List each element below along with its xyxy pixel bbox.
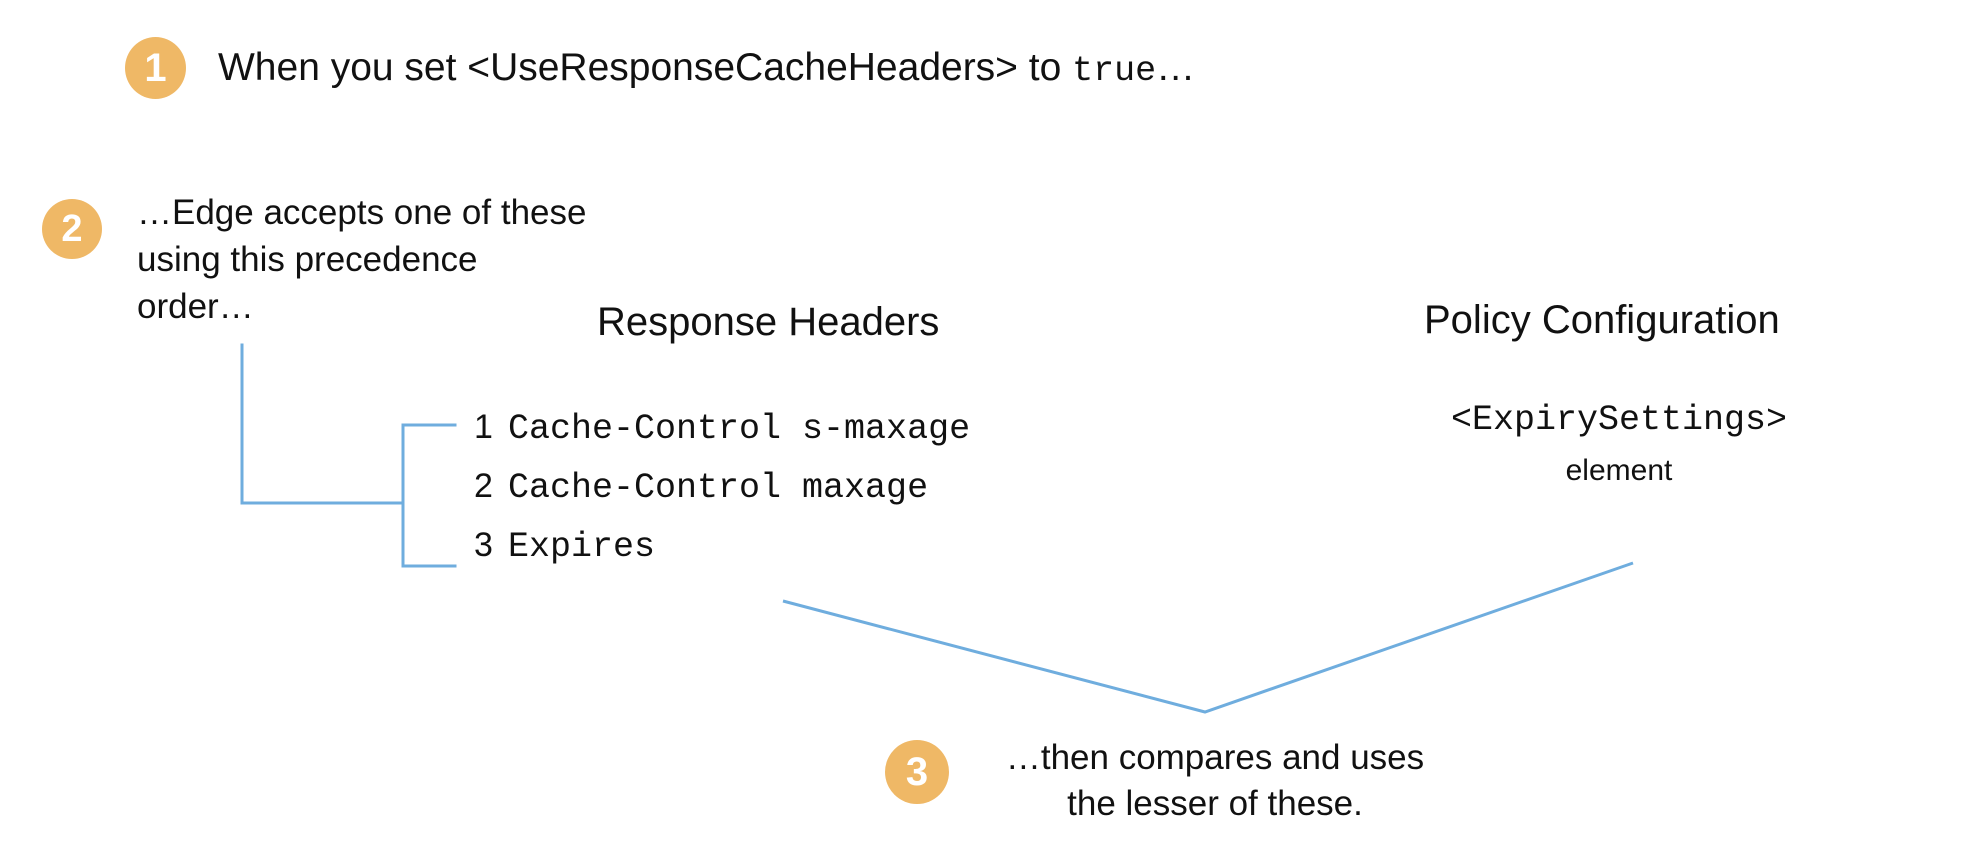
precedence-list: 1 Cache-Control s-maxage 2 Cache-Control… — [474, 408, 970, 585]
precedence-item-1-rank: 1 — [474, 408, 493, 446]
step-3-line-2: the lesser of these. — [1067, 784, 1363, 824]
step-2-line-1: …Edge accepts one of these — [137, 193, 587, 232]
comparison-v-line — [782, 561, 1634, 714]
step-3-callout: …then compares and uses the lesser of th… — [980, 735, 1450, 827]
step-badge-1: 1 — [125, 37, 186, 99]
policy-element-code: <ExpirySettings> — [1450, 400, 1788, 440]
precedence-item-1-code: Cache-Control s-maxage — [508, 409, 971, 449]
step-1-text-before: When you set <UseResponseCacheHeaders> t… — [218, 46, 1073, 89]
precedence-item-2: 2 Cache-Control maxage — [474, 467, 970, 526]
precedence-item-2-rank: 2 — [474, 467, 493, 505]
step-badge-3: 3 — [885, 740, 949, 804]
step-1-callout: When you set <UseResponseCacheHeaders> t… — [218, 46, 1195, 91]
policy-configuration-heading: Policy Configuration — [1424, 298, 1780, 342]
step-2-callout: …Edge accepts one of these using this pr… — [137, 190, 657, 331]
step-badge-2-number: 2 — [61, 208, 83, 250]
step-1-text-after: … — [1156, 46, 1196, 89]
precedence-item-3-code: Expires — [508, 527, 656, 567]
precedence-item-1: 1 Cache-Control s-maxage — [474, 408, 970, 467]
step-1-code-value: true — [1072, 51, 1157, 91]
precedence-item-3: 3 Expires — [474, 526, 970, 585]
step-badge-1-number: 1 — [144, 46, 167, 90]
step-2-line-2: using this precedence — [137, 239, 478, 279]
step-2-line-3: order… — [137, 286, 254, 326]
precedence-bracket — [401, 423, 457, 568]
policy-element-label: element — [1565, 454, 1673, 487]
step-badge-3-number: 3 — [905, 750, 929, 794]
step2-stem-line — [240, 343, 405, 505]
precedence-item-3-rank: 3 — [474, 526, 493, 564]
precedence-item-2-code: Cache-Control maxage — [508, 468, 929, 508]
step-badge-2: 2 — [42, 199, 102, 259]
response-headers-heading: Response Headers — [597, 300, 940, 344]
policy-element-block: <ExpirySettings> element — [1424, 400, 1814, 488]
step-3-line-1: …then compares and uses — [1005, 738, 1425, 777]
